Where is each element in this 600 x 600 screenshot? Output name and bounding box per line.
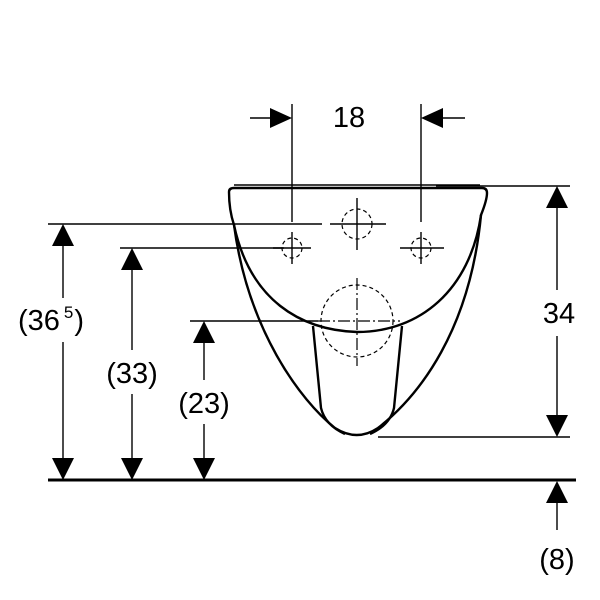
arrow-down-icon bbox=[546, 415, 568, 437]
arrow-up-icon bbox=[193, 321, 215, 343]
label-36-main: (36 bbox=[18, 305, 60, 337]
dimension-18: 18 bbox=[250, 102, 465, 222]
fixing-holes bbox=[273, 198, 444, 366]
label-18: 18 bbox=[333, 102, 365, 134]
arrow-up-icon bbox=[546, 481, 568, 503]
arrow-up-icon bbox=[52, 224, 74, 246]
dimension-33: (33) bbox=[106, 247, 284, 480]
dimension-23: (23) bbox=[178, 320, 318, 480]
arrow-down-icon bbox=[52, 458, 74, 480]
label-23: (23) bbox=[178, 388, 230, 420]
outer-bowl bbox=[227, 191, 489, 437]
arrow-down-icon bbox=[121, 458, 143, 480]
arrow-up-icon bbox=[121, 248, 143, 270]
rim-top bbox=[227, 186, 489, 194]
inner-bowl bbox=[232, 214, 483, 334]
arrow-right-icon bbox=[270, 108, 292, 128]
label-36-close: ) bbox=[74, 305, 84, 337]
outlet-trough bbox=[311, 325, 404, 436]
arrow-up-icon bbox=[546, 186, 568, 208]
arrow-down-icon bbox=[193, 458, 215, 480]
arrow-left-icon bbox=[421, 108, 443, 128]
dimension-8: (8) bbox=[539, 481, 575, 576]
label-34: 34 bbox=[543, 298, 575, 330]
label-33: (33) bbox=[106, 358, 158, 390]
label-36-superscript: 5 bbox=[64, 303, 73, 322]
dimension-34: 34 bbox=[378, 185, 575, 438]
wc-outline bbox=[227, 184, 489, 437]
label-8: (8) bbox=[539, 544, 574, 576]
